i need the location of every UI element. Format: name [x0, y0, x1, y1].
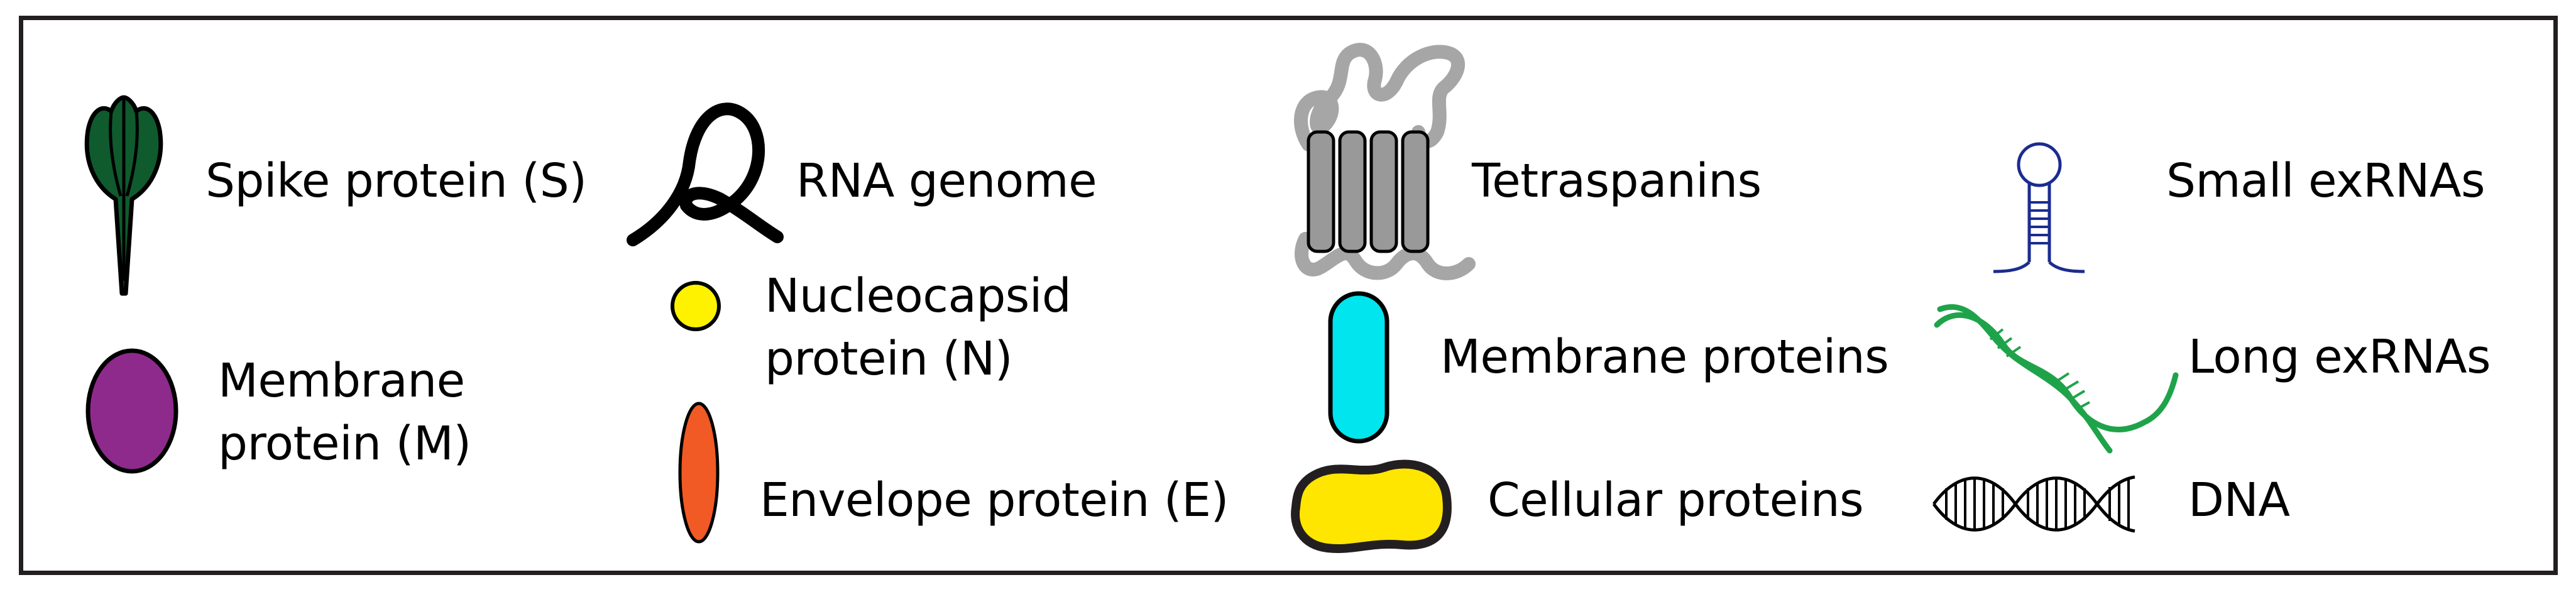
envelope-protein-label: Envelope protein (E) — [760, 473, 1229, 527]
long-exrna-label: Long exRNAs — [2188, 330, 2491, 384]
tetraspanins-label: Tetraspanins — [1472, 154, 1762, 208]
dna-label: DNA — [2188, 473, 2290, 527]
membrane-protein-label-line2: protein (M) — [218, 417, 471, 471]
membrane-proteins-icon — [1328, 291, 1389, 444]
cellular-proteins-label: Cellular proteins — [1488, 473, 1864, 527]
nucleocapsid-protein-icon — [671, 281, 721, 331]
dna-icon — [1932, 475, 2135, 533]
legend-box: Spike protein (S) Membrane protein (M) R… — [19, 16, 2558, 575]
envelope-protein-icon — [678, 402, 720, 544]
spike-protein-label: Spike protein (S) — [206, 154, 587, 208]
small-exrna-icon — [1993, 142, 2085, 273]
cellular-proteins-icon — [1291, 459, 1452, 554]
small-exrna-label: Small exRNAs — [2166, 154, 2486, 208]
long-exrna-icon — [1934, 304, 2179, 454]
membrane-protein-icon — [85, 348, 178, 474]
rna-genome-icon — [627, 102, 784, 246]
membrane-proteins-label: Membrane proteins — [1440, 330, 1889, 384]
nucleocapsid-label-line1: Nucleocapsid — [765, 269, 1072, 323]
membrane-protein-label-line1: Membrane — [218, 354, 465, 408]
nucleocapsid-label-line2: protein (N) — [765, 332, 1013, 386]
tetraspanins-icon — [1294, 43, 1476, 280]
rna-genome-label: RNA genome — [796, 154, 1097, 208]
spike-protein-icon — [84, 95, 163, 296]
